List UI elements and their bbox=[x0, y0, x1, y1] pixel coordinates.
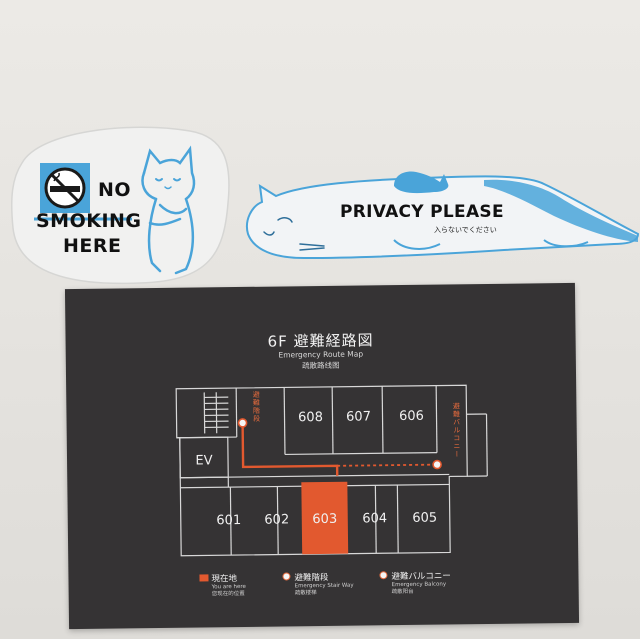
legend-balcony: 避難バルコニー Emergency Balcony 疏散阳台 bbox=[379, 569, 451, 596]
no-smoking-icon bbox=[40, 163, 90, 213]
legend-stair-en: Emergency Stair Way bbox=[294, 582, 354, 590]
no-smoking-line3: HERE bbox=[63, 235, 122, 257]
no-smoking-sign: NO SMOKING HERE bbox=[10, 123, 232, 286]
legend-stair: 避難階段 Emergency Stair Way 疏散楼梯 bbox=[282, 571, 354, 598]
privacy-sign-plate bbox=[246, 171, 640, 260]
evacuation-map-board: 6F 避難経路図 Emergency Route Map 疏散路线图 bbox=[64, 282, 580, 630]
no-smoking-line1: NO bbox=[98, 179, 132, 201]
legend-current: 現在地 You are here 您现在的位置 bbox=[199, 572, 246, 598]
legend-balcony-cn: 疏散阳台 bbox=[391, 588, 414, 596]
stair-marker bbox=[237, 418, 248, 428]
privacy-subtitle: 入らないでください bbox=[434, 226, 497, 234]
balcony-marker bbox=[432, 459, 442, 470]
no-smoking-sign-plate bbox=[11, 126, 230, 285]
legend-current-cn: 您现在的位置 bbox=[211, 590, 245, 598]
current-location-swatch bbox=[199, 574, 209, 582]
privacy-sign: PRIVACY PLEASE 入らないでください bbox=[244, 160, 640, 268]
stair-vertical-label: 避難階段 bbox=[252, 390, 261, 423]
legend-balcony-label: 避難バルコニー bbox=[391, 571, 451, 583]
balcony-vertical-label: 避難バルコニー bbox=[452, 402, 462, 459]
privacy-title: PRIVACY PLEASE bbox=[340, 202, 504, 222]
small-cat-icon bbox=[394, 171, 449, 194]
elevator-label: EV bbox=[195, 453, 213, 469]
room-608: 608 bbox=[298, 409, 324, 426]
cat-illustration bbox=[141, 145, 196, 275]
room-606: 606 bbox=[399, 408, 425, 425]
room-605: 605 bbox=[412, 510, 438, 526]
current-location-room bbox=[301, 481, 349, 555]
room-604: 604 bbox=[362, 511, 388, 527]
room-601: 601 bbox=[216, 512, 242, 529]
cat-face-icon bbox=[263, 217, 325, 251]
stair-legend-icon bbox=[282, 572, 291, 581]
floor-plan bbox=[175, 384, 488, 557]
balcony-legend-icon bbox=[379, 571, 388, 580]
no-smoking-line2: SMOKING bbox=[36, 210, 142, 232]
evacuation-route bbox=[241, 422, 438, 476]
legend-stair-cn: 疏散楼梯 bbox=[294, 590, 317, 597]
cat-paws bbox=[393, 239, 589, 250]
room-602: 602 bbox=[264, 512, 290, 528]
room-607: 607 bbox=[346, 409, 372, 425]
legend-balcony-en: Emergency Balcony bbox=[391, 581, 447, 589]
legend-stair-label: 避難階段 bbox=[294, 572, 329, 584]
legend-current-label: 現在地 bbox=[211, 574, 238, 585]
room-603: 603 bbox=[312, 511, 338, 528]
